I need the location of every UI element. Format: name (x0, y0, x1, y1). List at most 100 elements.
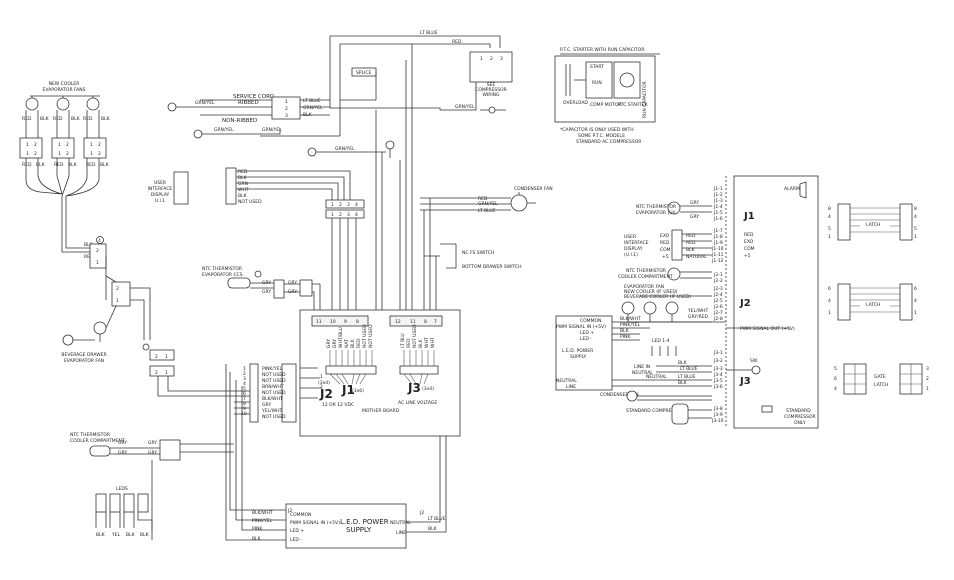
svg-text:BLK/WHT: BLK/WHT (620, 316, 641, 322)
lb-row-9: NOT USED (262, 414, 286, 420)
svg-text:NOT USED: NOT USED (412, 324, 418, 348)
svg-text:YEL/WHT: YEL/WHT (687, 308, 708, 314)
right-j2: J2 (739, 298, 751, 309)
svg-text:GRN/YEL: GRN/YEL (335, 146, 355, 152)
svg-text:EXO: EXO (744, 239, 754, 245)
ntc-evaporator: NTC THERMISTOR EVAPORATOR CCS GRYGRYGRYG… (202, 266, 321, 316)
fan-motor-icon (93, 321, 107, 335)
rw-j1-2: GRY (690, 214, 699, 220)
compressor-wiring-label-2: COMPRESSOR (475, 87, 507, 93)
svg-text:3: 3 (500, 56, 503, 62)
ui-label-2: INTERFACE (148, 186, 173, 192)
ptc-title: P.T.C. STARTER WITH RUN CAPACITOR (560, 47, 644, 53)
r-ui-w-2: RED (686, 240, 696, 246)
svg-text:BLK: BLK (36, 162, 46, 168)
non-ribbed-label: NON-RIBBED (222, 118, 257, 124)
condenser-fan-label: CONDENSER FAN (514, 186, 553, 192)
svg-text:J3-4: J3-4 (713, 372, 723, 378)
r-line-in: LINE IN (634, 364, 650, 370)
svg-text:J1-11: J1-11 (711, 252, 724, 258)
svg-text:2: 2 (320, 384, 323, 390)
r-ntc-evap-2: EVAPORATOR (UI) (636, 210, 676, 216)
svg-text:1: 1 (58, 151, 61, 157)
pwr-wire-4: BLK (252, 536, 262, 542)
svg-text:3: 3 (243, 376, 246, 382)
svg-text:J2-3: J2-3 (713, 286, 723, 292)
j1-label: J1 (341, 383, 355, 397)
j2-label: J2 (319, 387, 333, 401)
svg-text:WHT: WHT (424, 337, 430, 348)
fan-motor-icon (56, 97, 70, 111)
svg-text:2: 2 (339, 212, 342, 218)
pwr-neutral: NEUTRAL (390, 520, 411, 526)
ground-lug-icon (488, 106, 496, 114)
j3-label: J3 (407, 381, 421, 395)
comp-motor-label: COMP MOTOR (590, 102, 622, 108)
svg-text:J2-4: J2-4 (713, 292, 723, 298)
svg-text:1: 1 (914, 234, 917, 240)
svg-text:NOT USED: NOT USED (362, 324, 368, 348)
svg-text:J1-1: J1-1 (713, 186, 723, 192)
svg-text:J1-4: J1-4 (713, 204, 723, 210)
svg-text:4: 4 (914, 298, 917, 304)
svg-text:6: 6 (914, 286, 917, 292)
bev-drawer-label-2: EVAPORATOR FAN (64, 358, 104, 364)
svg-text:4: 4 (355, 212, 358, 218)
r-ui-4: (U.I.1) (624, 252, 638, 258)
pwr-title: L.E.D. POWER (340, 518, 389, 526)
svg-text:J1-8: J1-8 (713, 234, 723, 240)
thermistor-icon (89, 445, 111, 457)
fan-motor-icon (86, 97, 100, 111)
r-evap-1: EVAPORATOR FAN (624, 284, 664, 290)
svg-text:GRN/YEL: GRN/YEL (214, 127, 234, 133)
svg-text:BLK: BLK (84, 242, 94, 248)
lb-row-8: YEL/WHT (261, 408, 282, 414)
svg-text:GRY: GRY (262, 289, 271, 295)
svg-text:2: 2 (98, 151, 101, 157)
svg-text:BLK: BLK (678, 380, 688, 386)
svg-text:RED: RED (22, 116, 32, 122)
svg-text:J2-5: J2-5 (713, 298, 723, 304)
svg-text:1: 1 (480, 56, 483, 62)
ptc-run-label: RUN (592, 80, 602, 86)
svg-text:BLK: BLK (71, 116, 81, 122)
svg-text:8: 8 (424, 319, 427, 325)
latch-label-2: LATCH (866, 302, 880, 308)
service-cord-label-2: RIBBED (238, 100, 259, 106)
svg-text:8: 8 (828, 206, 831, 212)
svg-text:4: 4 (98, 238, 101, 244)
led-strip-label: LEDS (116, 486, 128, 492)
lb-row-7: GRY (262, 402, 271, 408)
r-ui-w-3: BLK (686, 247, 696, 253)
svg-text:LT BLUE: LT BLUE (303, 98, 321, 104)
led-power-supply: J2 L.E.D. POWER SUPPLY COMMON PWM SIGNAL… (252, 436, 447, 549)
ptc-note-1: *CAPACITOR IS ONLY USED WITH (560, 127, 634, 133)
bev-drawer-label-1: BEVERAGE DRAWER (61, 352, 106, 358)
svg-text:1: 1 (320, 374, 323, 380)
ground-lug-icon (307, 147, 317, 157)
ptc-note-3: STANDARD AC COMPRESSOR (576, 139, 641, 145)
service-cord: GRN/YEL SERVICE CORD RIBBED NON-RIBBED 1… (167, 94, 330, 124)
svg-text:BLK: BLK (101, 116, 111, 122)
svg-text:BLK: BLK (140, 532, 150, 538)
svg-text:3: 3 (926, 366, 929, 372)
svg-text:1: 1 (926, 386, 929, 392)
svg-text:5: 5 (834, 366, 837, 372)
svg-text:BLK: BLK (100, 162, 110, 168)
ntc-cooler-label-2: COOLER COMPARTMENT (70, 438, 125, 444)
svg-text:J2-8: J2-8 (713, 316, 723, 322)
ptc-note-2: SOME P.T.C. MODELS (578, 133, 625, 139)
svg-text:J2-2: J2-2 (713, 278, 723, 284)
svg-text:2: 2 (96, 248, 99, 254)
svg-text:J3-9: J3-9 (713, 412, 723, 418)
svg-text:LT BLUE: LT BLUE (678, 374, 696, 380)
j1-sub: (3x6) (352, 388, 364, 394)
svg-text:3: 3 (347, 212, 350, 218)
pwm-out: PWM SIGNAL OUT (+5V) (740, 326, 795, 332)
svg-text:BLK: BLK (40, 116, 50, 122)
connector-marker-icon (254, 270, 262, 278)
j2-sub: (3x4) (318, 380, 330, 386)
r-ui-2: INTERFACE (624, 240, 649, 246)
